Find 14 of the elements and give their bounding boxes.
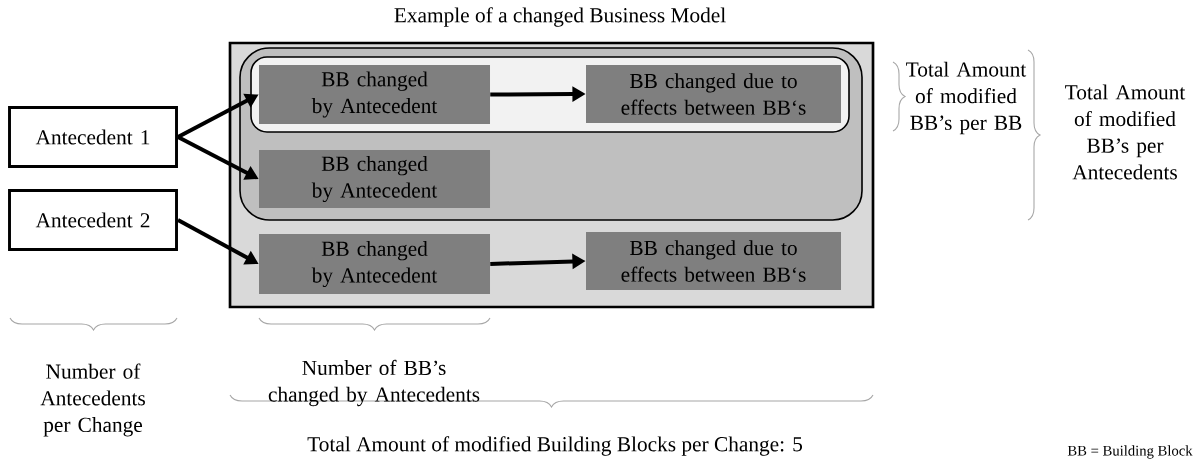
brace-label: Total Amount of modified BB’s per Antecedents	[1065, 84, 1186, 180]
brace-label: Number of BB’s changed by Antecedents	[268, 359, 480, 407]
process-box: BB changed by Antecedent	[259, 150, 490, 208]
brace-label: Total Amount of modified Building Blocks per Change: 5	[307, 436, 802, 456]
footnote: BB = Building Block	[1067, 445, 1193, 459]
title: Example of a changed Business Model	[394, 7, 726, 27]
process-box: BB changed due to effects between BB‘s	[586, 232, 841, 290]
brace-label: Total Amount of modified BB’s per BB	[906, 61, 1027, 135]
brace-label: Number of Antecedents per Change	[40, 363, 145, 437]
process-box: BB changed due to effects between BB‘s	[586, 65, 841, 123]
antecedent-box: Antecedent 1	[8, 106, 178, 168]
process-box: BB changed by Antecedent	[259, 234, 490, 294]
process-box: BB changed by Antecedent	[259, 65, 490, 124]
antecedent-box: Antecedent 2	[8, 189, 178, 251]
